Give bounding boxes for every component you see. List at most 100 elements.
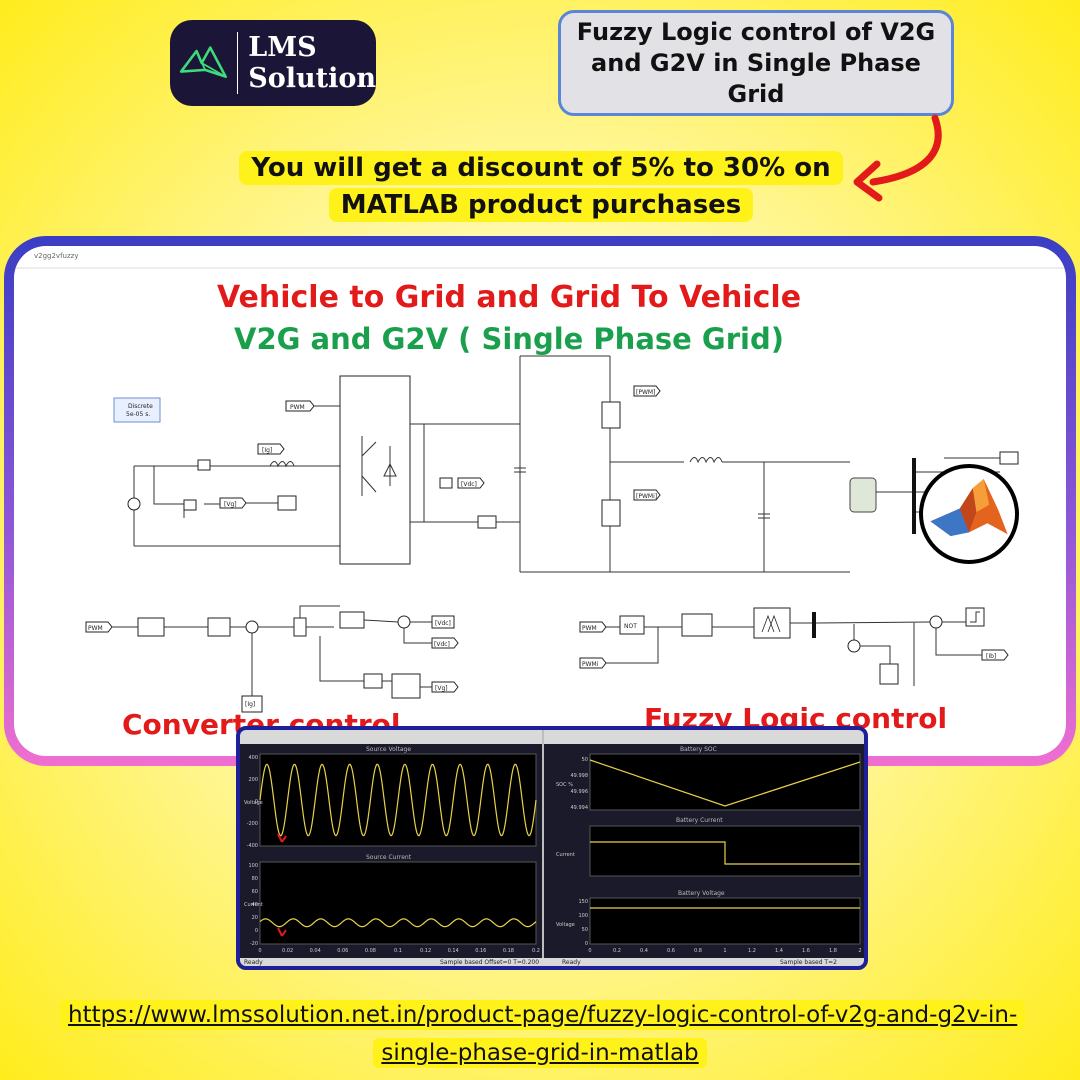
tag-pwmi-lower: [PWMi] [633, 489, 661, 501]
svg-text:PWM: PWM [582, 625, 597, 632]
pll-block[interactable] [391, 673, 421, 699]
converter-control-diagram: PWM [Vdc] [Vdc] [Vg] [85, 605, 459, 713]
discrete-line1: Discrete [128, 403, 153, 410]
switch-block-lower[interactable] [601, 499, 621, 527]
matlab-membrane-icon [930, 479, 1008, 537]
voltage-ytick-3: -200 [247, 821, 258, 827]
powergui-block[interactable]: Discrete 5e-05 s. [113, 397, 161, 423]
current-ytick-5: 0 [255, 928, 258, 934]
red-arrow-voltage-icon [277, 833, 287, 843]
svg-text:[Ig]: [Ig] [245, 701, 255, 708]
left-xtick-2: 0.04 [310, 948, 321, 954]
svg-text:[Vdc]: [Vdc] [434, 641, 450, 648]
pi-controller-block-2[interactable] [339, 611, 365, 629]
sum-block-2[interactable] [397, 615, 411, 629]
tag-vdc-1: [Vdc] [457, 477, 485, 489]
sum-block-3[interactable] [847, 639, 861, 653]
tag-pwm-fuzzy: PWM [579, 621, 607, 633]
sum-block-4[interactable] [929, 615, 943, 629]
discrete-line2: 5e-05 s. [126, 411, 150, 418]
derivative-block[interactable] [879, 663, 899, 685]
status-right-right: Sample based T=2 [780, 959, 837, 966]
left-xtick-3: 0.06 [337, 948, 348, 954]
inverter-bridge-block[interactable] [339, 375, 411, 565]
current-ytick-2: 60 [252, 889, 258, 895]
scope-block-3[interactable] [999, 451, 1019, 465]
current-ytick-6: -20 [250, 941, 258, 947]
right-xtick-0: 0 [588, 948, 591, 954]
scope-divider [542, 730, 544, 966]
scope-toolbar-left [240, 730, 864, 744]
current-ytick-3: 40 [252, 902, 258, 908]
not-block[interactable]: NOT [619, 615, 645, 635]
status-left-right: Sample based Offset=0 T=0.200 [440, 959, 539, 966]
step-block[interactable] [965, 607, 985, 627]
fuzzy-logic-controller-block[interactable] [753, 607, 791, 639]
voltage-ytick-2: 0 [255, 799, 258, 805]
tag-pwm-out: PWM [85, 621, 113, 633]
tag-vdc-ref: [Vdc] [431, 615, 455, 629]
right-xtick-3: 0.6 [667, 948, 675, 954]
left-xtick-4: 0.08 [365, 948, 376, 954]
plot-battery-voltage-axes [589, 897, 861, 945]
product-link[interactable]: https://www.lmssolution.net.in/product-p… [60, 996, 1026, 1072]
pwm-generator-block[interactable] [137, 617, 165, 637]
tag-vg-pll: [Vg] [431, 681, 459, 693]
tag-pwmi-fuzzy: PWMi [579, 657, 607, 669]
product-block[interactable] [293, 617, 307, 637]
soc-ytick-3: 49.994 [571, 805, 589, 811]
current-ytick-1: 80 [252, 876, 258, 882]
product-title: Fuzzy Logic control of V2G and G2V in Si… [558, 10, 954, 116]
tag-pwm-upper: [PWM] [633, 385, 661, 397]
model-window-title: v2gg2vfuzzy [34, 252, 79, 260]
simulink-diagram: Discrete 5e-05 s. [Ig] [Vg] [14, 267, 1066, 713]
pwm-block-fuzzy[interactable] [681, 613, 713, 637]
battery-voltage-ytick-0: 150 [578, 899, 588, 905]
ac-source-block[interactable] [127, 497, 141, 511]
battery-voltage-ytick-2: 50 [582, 927, 588, 933]
right-xtick-7: 1.4 [775, 948, 783, 954]
plot-battery-soc-axes [589, 753, 861, 811]
brand-logo: LMS Solution [170, 20, 376, 106]
battery-block[interactable] [849, 477, 877, 513]
switch-block-upper[interactable] [601, 401, 621, 429]
battery-voltage-ytick-3: 0 [585, 941, 588, 947]
pi-controller-block[interactable] [207, 617, 231, 637]
curved-arrow-icon [853, 114, 942, 202]
plot-source-current-ylabel: Current [244, 902, 263, 908]
right-xtick-9: 1.8 [829, 948, 837, 954]
voltage-ytick-4: -400 [247, 843, 258, 849]
voltage-sensor-block[interactable] [183, 499, 197, 511]
sin-block[interactable] [363, 673, 383, 689]
svg-text:[PWMi]: [PWMi] [636, 493, 657, 500]
dc-sensor-block[interactable] [439, 477, 453, 489]
soc-ytick-0: 50 [582, 757, 588, 763]
scope-block-2[interactable] [477, 515, 497, 529]
scope-block-1[interactable] [277, 495, 297, 511]
voltage-ytick-0: 400 [248, 755, 258, 761]
sum-block-1[interactable] [245, 620, 259, 634]
battery-current-series [590, 841, 860, 865]
fuzzy-control-diagram: PWM PWMi NOT [Ib] [579, 607, 1009, 686]
logo-mark-icon [179, 46, 227, 78]
brand-line1: LMS [248, 32, 317, 63]
tag-ig: [Ig] [257, 443, 285, 455]
status-left-left: Ready [244, 959, 263, 966]
left-xtick-7: 0.14 [448, 948, 459, 954]
plot-source-current-axes [259, 861, 537, 945]
left-xtick-1: 0.02 [282, 948, 293, 954]
plot-battery-current-title: Battery Current [676, 817, 723, 824]
soc-ytick-1: 49.998 [571, 773, 589, 779]
plot-battery-voltage-ylabel: Voltage [556, 922, 575, 928]
svg-text:[Vg]: [Vg] [435, 685, 448, 692]
product-link-text[interactable]: https://www.lmssolution.net.in/product-p… [60, 1000, 1026, 1068]
plot-source-voltage-ylabel: Voltage [244, 800, 263, 806]
svg-text:NOT: NOT [624, 623, 637, 630]
tag-pwm-1: PWM [285, 400, 315, 412]
discount-banner: You will get a discount of 5% to 30% on … [228, 150, 854, 224]
current-sensor-block[interactable] [197, 459, 211, 471]
right-xtick-10: 2 [858, 948, 861, 954]
power-circuit: [Ig] [Vg] PWM [Vdc] [127, 355, 1019, 573]
status-right-left: Ready [562, 959, 581, 966]
logo-divider [236, 32, 239, 94]
